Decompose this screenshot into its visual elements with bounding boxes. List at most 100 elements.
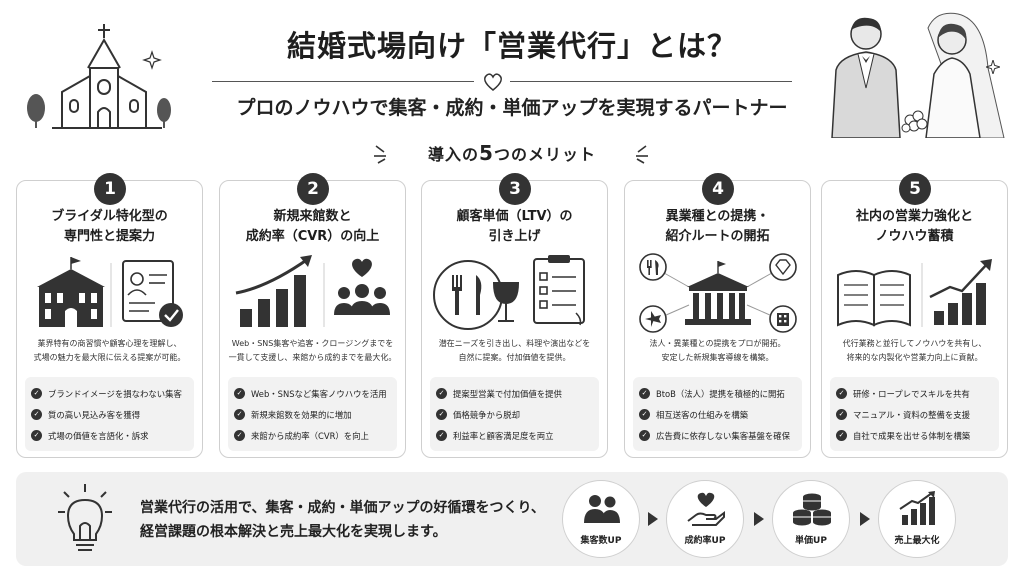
card-title: 異業種との提携・ 紹介ルートの開拓 — [631, 207, 804, 247]
card-title-line: 社内の営業力強化と — [855, 209, 973, 224]
step-conversion-up: 成約率UP — [666, 480, 744, 558]
card-title-line: 専門性と提案力 — [63, 229, 155, 244]
card-description-line: 一貫して支援し、来館から成約までを最大化。 — [228, 353, 397, 362]
card-number: 2 — [297, 173, 329, 205]
summary-text-line: 営業代行の活用で、集客・成約・単価アップの好循環をつくり、 — [140, 500, 545, 516]
card-points: ✓ブランドイメージを損なわない集客 ✓ 質の高い見込み客を獲得 ✓式場の価値を言語… — [25, 377, 194, 451]
check-icon: ✓ — [639, 430, 650, 441]
list-item-text: 相互送客の仕組みを構築 — [656, 409, 749, 420]
check-icon: ✓ — [836, 388, 847, 399]
list-item-text: 来館から成約率（CVR）を向上 — [251, 430, 369, 441]
step-unit-price-up: 単価UP — [772, 480, 850, 558]
dining-and-checklist-icon — [433, 255, 585, 330]
card-description-line: 法人・異業種との提携をプロが開拓。 — [649, 339, 786, 348]
people-icon — [584, 495, 620, 523]
list-item-text: 利益率と顧客満足度を両立 — [453, 430, 554, 441]
arrow-right-icon — [860, 512, 870, 526]
arrow-right-icon — [754, 512, 764, 526]
list-item-text: 価格競争から脱却 — [453, 409, 520, 420]
book-and-growth-icon — [837, 259, 992, 327]
card-title-line: 成約率（CVR）の向上 — [245, 229, 380, 244]
list-item: ✓ 新規来館数を効果的に増加 — [234, 404, 391, 425]
list-item: ✓ 相互送客の仕組みを構築 — [639, 404, 796, 425]
merit-card-1: 1 ブライダル特化型の 専門性と提案力 — [16, 173, 203, 458]
step-label: 売上最大化 — [894, 536, 940, 546]
page-subtitle: プロのノウハウで集客・成約・単価アップを実現するパートナー — [236, 97, 788, 119]
merit-suffix: つのメリット — [493, 145, 596, 164]
check-icon: ✓ — [234, 430, 245, 441]
card-number: 1 — [94, 173, 126, 205]
list-item: ✓自社で成果を出せる体制を構築 — [836, 425, 993, 446]
summary-text-line: 経営課題の根本解決と売上最大化を実現します。 — [140, 524, 447, 540]
card-title-line: 異業種との提携・ — [665, 209, 770, 224]
heart-icon — [484, 73, 502, 91]
card-points: ✓研修・ロープレでスキルを共有 ✓マニュアル・資料の整備を支援 ✓自社で成果を出… — [830, 377, 999, 451]
list-item: ✓提案型営業で付加価値を提供 — [436, 383, 593, 404]
card-description-line: 安定した新規集客導線を構築。 — [661, 353, 774, 362]
card-description-line: 式場の魅力を最大限に伝える提案が可能。 — [33, 353, 186, 362]
card-number: 3 — [499, 173, 531, 205]
header: 結婚式場向け「営業代行」とは？ プロのノウハウで集客・成約・単価アップを実現する… — [0, 0, 1024, 165]
card-description-line: 代行業務と並行してノウハウを共有し、 — [842, 339, 987, 348]
step-sales-max: 売上最大化 — [878, 480, 956, 558]
card-title: 新規来館数と 成約率（CVR）の向上 — [226, 207, 399, 247]
list-item: ✓式場の価値を言語化・訴求 — [31, 425, 188, 446]
check-icon: ✓ — [31, 409, 42, 420]
church-icon — [27, 24, 171, 129]
summary-banner: 営業代行の活用で、集客・成約・単価アップの好循環をつくり、 経営課題の根本解決と… — [16, 472, 1008, 566]
card-points: ✓Web・SNSなど集客ノウハウを活用 ✓ 新規来館数を効果的に増加 ✓ 来館から成… — [228, 377, 397, 451]
growth-chart-people-icon — [235, 255, 390, 327]
card-title: ブライダル特化型の 専門性と提案力 — [23, 207, 196, 247]
card-description-line: 自然に提案。付加価値を提供。 — [458, 353, 571, 362]
card-title-line: ノウハウ蓄積 — [875, 229, 954, 244]
list-item: ✓Web・SNSなど集客ノウハウを活用 — [234, 383, 391, 404]
summary-text: 営業代行の活用で、集客・成約・単価アップの好循環をつくり、 経営課題の根本解決と… — [140, 496, 560, 544]
coin-stack-icon — [793, 493, 831, 526]
list-item-text: 質の高い見込み客を獲得 — [48, 409, 141, 420]
step-label: 集客数UP — [580, 536, 622, 546]
merit-card-5: 5 社内の営業力強化と ノウハウ蓄積 代行業務と並行してノウハウを共有し、 将来… — [821, 173, 1008, 458]
card-description-line: Web・SNS集客や追客・クロージングまでを — [231, 339, 394, 348]
merit-prefix: 導入の — [428, 145, 480, 164]
step-customers-up: 集客数UP — [562, 480, 640, 558]
card-title: 社内の営業力強化と ノウハウ蓄積 — [828, 207, 1001, 247]
card-description: Web・SNS集客や追客・クロージングまでを 一貫して支援し、来館から成約までを… — [226, 337, 399, 365]
list-item-text: 新規来館数を効果的に増加 — [251, 409, 352, 420]
list-item: ✓ブランドイメージを損なわない集客 — [31, 383, 188, 404]
card-title-line: ブライダル特化型の — [51, 209, 168, 224]
check-icon: ✓ — [436, 430, 447, 441]
check-icon: ✓ — [639, 409, 650, 420]
card-points: ✓BtoB（法人）提携を積極的に開拓 ✓ 相互送客の仕組みを構築 ✓広告費に依存し… — [633, 377, 802, 451]
list-item-text: マニュアル・資料の整備を支援 — [853, 409, 970, 420]
card-description: 法人・異業種との提携をプロが開拓。 安定した新規集客導線を構築。 — [631, 337, 804, 365]
growth-chart-icon — [899, 491, 935, 525]
card-description-line: 将来的な内製化や営業力向上に貢献。 — [846, 353, 983, 362]
card-description-line: 潜在ニーズを引き出し、料理や演出などを — [438, 339, 591, 348]
title-rule-right — [510, 81, 792, 82]
check-icon: ✓ — [234, 409, 245, 420]
check-icon: ✓ — [639, 388, 650, 399]
sparkle-icon — [986, 60, 1000, 74]
merit-heading: 導入の5つのメリット — [312, 140, 712, 166]
merit-card-4: 4 異業種との提携・ 紹介ルートの開拓 — [624, 173, 811, 458]
list-item: ✓広告費に依存しない集客基盤を確保 — [639, 425, 796, 446]
list-item: ✓マニュアル・資料の整備を支援 — [836, 404, 993, 425]
card-description: 業界特有の商習慣や顧客心理を理解し、 式場の魅力を最大限に伝える提案が可能。 — [23, 337, 196, 365]
merit-card-2: 2 新規来館数と 成約率（CVR）の向上 Web・SNS集客や追客・クロージング… — [219, 173, 406, 458]
list-item: ✓ 研修・ロープレでスキルを共有 — [836, 383, 993, 404]
merit-card-3: 3 顧客単価（LTV）の 引き上げ 潜在ニーズを引き — [421, 173, 608, 458]
check-icon: ✓ — [234, 388, 245, 399]
list-item-text: 提案型営業で付加価値を提供 — [453, 388, 562, 399]
list-item: ✓ 質の高い見込み客を獲得 — [31, 404, 188, 425]
chapel-building-icon — [37, 257, 183, 327]
card-title: 顧客単価（LTV）の 引き上げ — [428, 207, 601, 247]
list-item-text: 研修・ロープレでスキルを共有 — [853, 388, 970, 399]
list-item-text: ブランドイメージを損なわない集客 — [48, 388, 182, 399]
card-number: 5 — [899, 173, 931, 205]
card-number: 4 — [702, 173, 734, 205]
check-icon: ✓ — [836, 430, 847, 441]
list-item: ✓BtoB（法人）提携を積極的に開拓 — [639, 383, 796, 404]
page-title: 結婚式場向け「営業代行」とは？ — [286, 29, 737, 63]
card-title-line: 顧客単価（LTV）の — [456, 209, 573, 224]
emphasis-lines-icon — [636, 145, 648, 164]
